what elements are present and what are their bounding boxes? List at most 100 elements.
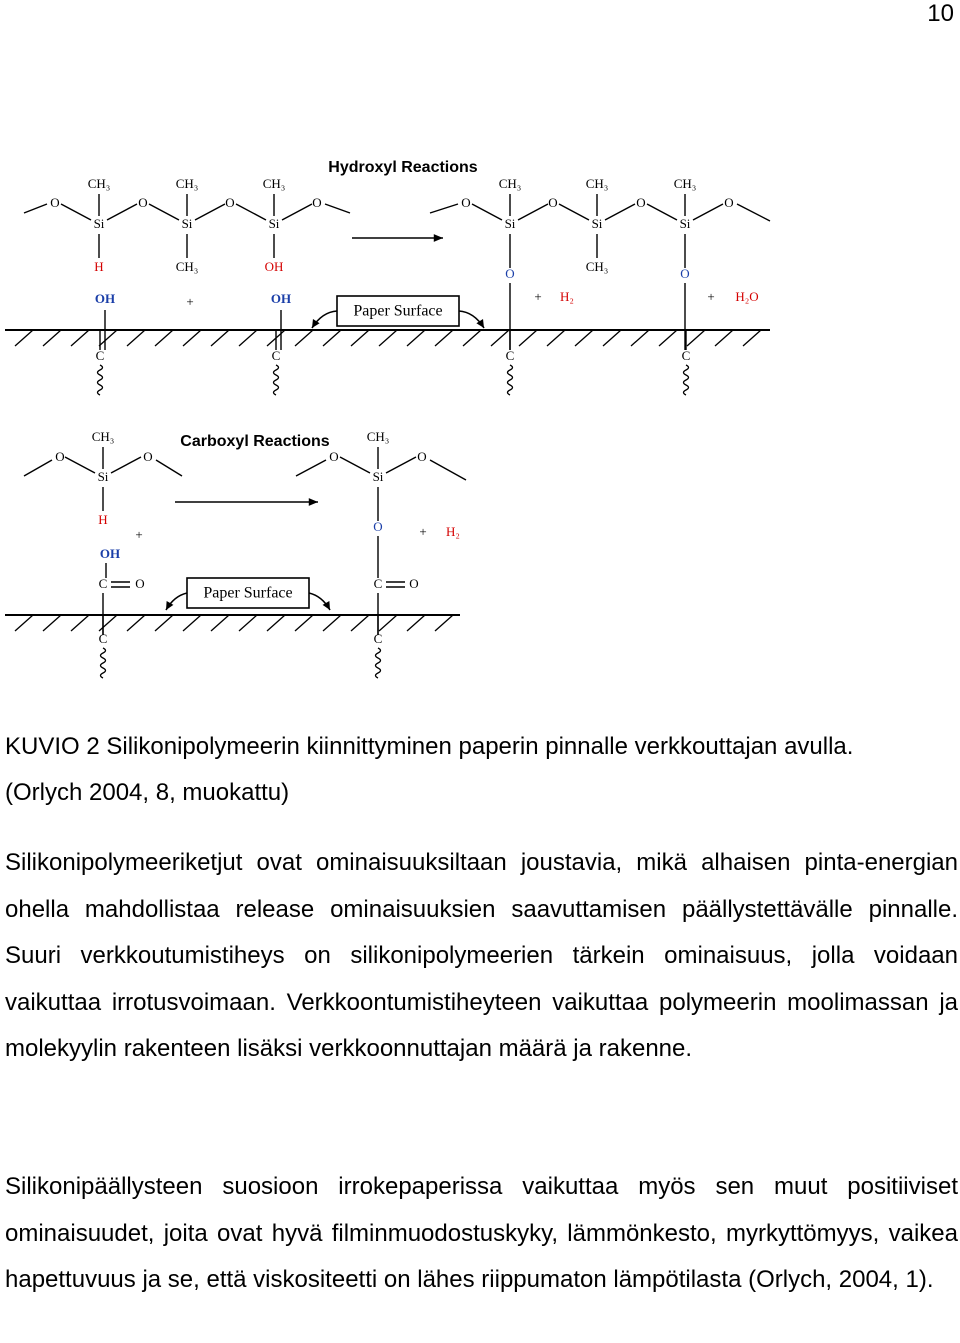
caption-line-2: (Orlych 2004, 8, muokattu)	[5, 779, 290, 806]
bond-line	[148, 203, 180, 221]
bond-line	[155, 459, 183, 477]
bond-line	[736, 203, 771, 222]
figure-caption: KUVIO 2 Silikonipolymeerin kiinnittymine…	[5, 724, 955, 816]
silicon-label: Si	[592, 216, 603, 231]
oxygen-label: O	[548, 195, 557, 210]
plus-sign: +	[534, 289, 541, 304]
methyl-label: CH₃	[367, 429, 390, 444]
hydroxyl-label: OH	[95, 291, 115, 306]
surface-hatch	[434, 614, 454, 632]
bond-line	[604, 203, 636, 221]
surface-hatch	[210, 614, 230, 632]
methyl-label: CH₃	[176, 259, 199, 274]
hydroxyl-title: Hydroxyl Reactions	[328, 159, 477, 176]
plus-sign: +	[186, 294, 193, 309]
surface-hatch	[546, 329, 566, 347]
surface-hatch	[154, 329, 174, 347]
oxygen-label: O	[636, 195, 645, 210]
paragraph-1: Silikonipolymeeriketjut ovat ominaisuuks…	[5, 849, 958, 1062]
arrow-head	[308, 498, 318, 506]
pendant-label: H	[94, 259, 103, 274]
paper-surface-label: Paper Surface	[203, 585, 292, 602]
bond-line	[517, 203, 549, 221]
carbon-label: C	[272, 348, 281, 363]
methyl-label: CH₃	[176, 176, 199, 191]
arrow-head	[312, 319, 320, 328]
surface-hatch	[238, 614, 258, 632]
surface-hatch	[462, 329, 482, 347]
arrow-head	[476, 319, 484, 328]
methyl-label: CH₃	[88, 176, 111, 191]
silicon-label: Si	[505, 216, 516, 231]
carbon-label: C	[682, 348, 691, 363]
silicon-label: Si	[182, 216, 193, 231]
silicon-label: Si	[680, 216, 691, 231]
arrow-head	[322, 601, 330, 610]
surface-hatch	[182, 614, 202, 632]
surface-hatch	[42, 614, 62, 632]
surface-hatch	[406, 329, 426, 347]
surface-hatch	[98, 614, 118, 632]
hydrogen-byproduct: H₂	[446, 524, 460, 539]
pendant-label: OH	[265, 259, 284, 274]
paragraph-2: Silikonipäällysteen suosioon irrokepaper…	[5, 1173, 958, 1293]
surface-hatch	[630, 329, 650, 347]
hydrogen-byproduct: H₂	[560, 289, 574, 304]
oxygen-label: O	[143, 449, 152, 464]
bond-line	[106, 203, 138, 221]
bond-line	[64, 456, 96, 474]
carbon-label: C	[374, 631, 383, 646]
surface-hatch	[14, 329, 34, 347]
silicon-label: Si	[98, 469, 109, 484]
methyl-label: CH₃	[92, 429, 115, 444]
oxygen-label: O	[50, 195, 59, 210]
bond-line	[281, 203, 313, 221]
oxygen-label: O	[373, 519, 382, 534]
bond-line	[558, 203, 590, 221]
surface-hatch	[238, 329, 258, 347]
bond-line	[385, 456, 417, 474]
hydroxyl-label: OH	[271, 291, 291, 306]
bond-line	[429, 203, 459, 214]
bond-line	[646, 203, 678, 221]
oxygen-label: O	[409, 576, 418, 591]
bond-line	[471, 203, 503, 221]
surface-hatch	[42, 329, 62, 347]
surface-hatch	[378, 614, 398, 632]
surface-hatch	[518, 329, 538, 347]
paper-surface-label: Paper Surface	[353, 303, 442, 320]
surface-hatch	[378, 329, 398, 347]
carbon-label: C	[99, 576, 108, 591]
oxygen-label: O	[225, 195, 234, 210]
oxygen-label: O	[417, 449, 426, 464]
oxygen-label: O	[312, 195, 321, 210]
plus-sign: +	[707, 289, 714, 304]
surface-hatch	[714, 329, 734, 347]
bond-line	[339, 456, 371, 474]
plus-sign: +	[135, 527, 142, 542]
page-number: 10	[927, 0, 954, 27]
oxygen-label: O	[329, 449, 338, 464]
carbon-label: C	[506, 348, 515, 363]
methyl-label: CH₃	[674, 176, 697, 191]
arrow-head	[433, 234, 443, 242]
surface-hatch	[322, 329, 342, 347]
surface-hatch	[406, 614, 426, 632]
surface-hatch	[294, 614, 314, 632]
surface-hatch	[574, 329, 594, 347]
surface-hatch	[98, 329, 118, 347]
water-byproduct: H₂O	[735, 289, 758, 304]
carbon-label: C	[99, 631, 108, 646]
oxygen-label: O	[138, 195, 147, 210]
hydroxyl-label: OH	[100, 546, 120, 561]
carboxyl-title: Carboxyl Reactions	[180, 433, 329, 450]
bond-line	[23, 459, 53, 477]
plus-sign: +	[419, 524, 426, 539]
surface-hatch	[154, 614, 174, 632]
arrow-head	[166, 601, 174, 610]
cellulose-chain	[96, 364, 104, 396]
oxygen-label: O	[724, 195, 733, 210]
oxygen-label: O	[55, 449, 64, 464]
oxygen-label: O	[461, 195, 470, 210]
